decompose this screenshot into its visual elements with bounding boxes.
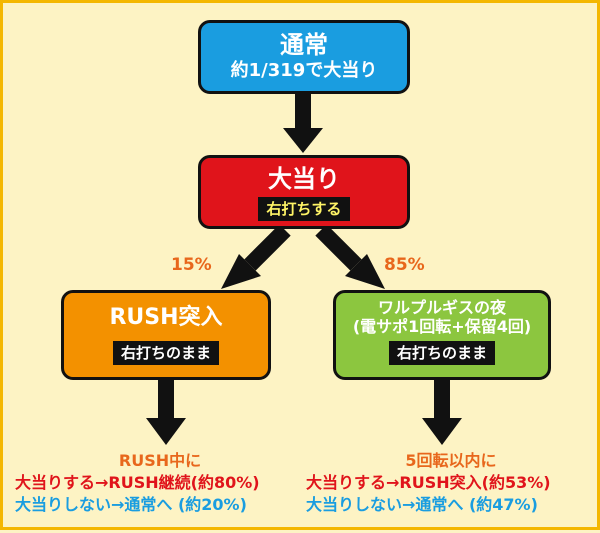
rush-results: RUSH中に 大当りする→RUSH継続(約80%) 大当りしない→通常へ (約2…: [15, 450, 305, 516]
walpurgis-results-heading: 5回転以内に: [405, 451, 497, 470]
rush-results-lose: 大当りしない→通常へ (約20%): [15, 495, 247, 514]
right-branch-percent: 85%: [384, 255, 425, 275]
normal-mode-box: 通常 約1/319で大当り: [198, 20, 410, 94]
arrow-jackpot-to-rush: [221, 224, 291, 289]
jackpot-box: 大当り 右打ちする: [198, 155, 410, 229]
walpurgis-box: ワルプルギスの夜 (電サポ1回転+保留4回) 右打ちのまま: [333, 290, 551, 380]
rush-results-heading: RUSH中に: [118, 451, 202, 470]
arrow-walpurgis-down: [422, 380, 462, 445]
walpurgis-results-win: 大当りする→RUSH突入(約53%): [306, 473, 551, 492]
walpurgis-subtitle: (電サポ1回転+保留4回): [352, 317, 532, 336]
walpurgis-results-lose: 大当りしない→通常へ (約47%): [306, 495, 538, 514]
rush-title: RUSH突入: [109, 305, 223, 330]
normal-subtitle: 約1/319で大当り: [230, 60, 378, 81]
jackpot-badge: 右打ちする: [258, 197, 350, 221]
arrow-rush-down: [146, 380, 186, 445]
flow-arrows: [146, 94, 462, 445]
walpurgis-badge: 右打ちのまま: [388, 341, 495, 365]
rush-box: RUSH突入 右打ちのまま: [61, 290, 271, 380]
jackpot-title: 大当り: [268, 165, 340, 193]
rush-badge: 右打ちのまま: [112, 341, 219, 365]
arrow-jackpot-to-walpurgis: [315, 224, 385, 289]
arrow-normal-to-jackpot: [283, 94, 323, 153]
left-branch-percent: 15%: [171, 255, 212, 275]
walpurgis-results: 5回転以内に 大当りする→RUSH突入(約53%) 大当りしない→通常へ (約4…: [306, 450, 596, 516]
walpurgis-title: ワルプルギスの夜: [377, 298, 506, 317]
rush-results-win: 大当りする→RUSH継続(約80%): [15, 473, 260, 492]
normal-title: 通常: [280, 31, 328, 59]
